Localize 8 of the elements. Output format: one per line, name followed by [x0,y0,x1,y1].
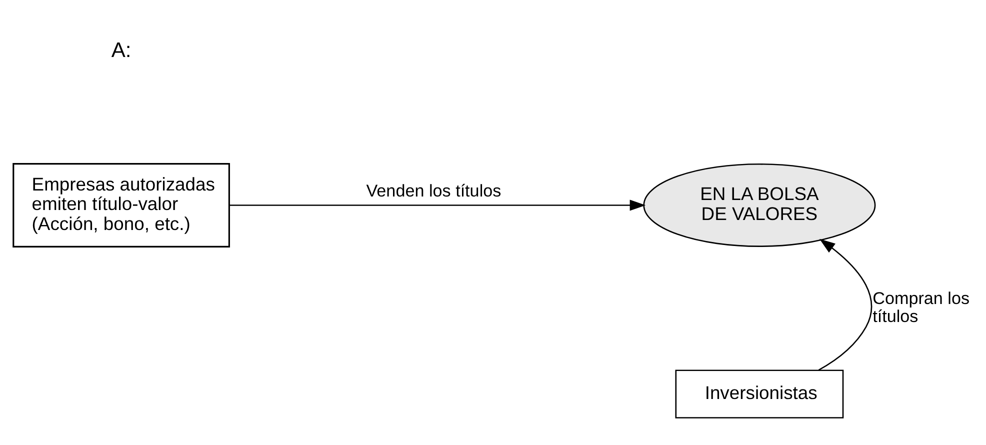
node-box: Empresas autorizadas emiten título-valor (Acción, bono, etc.) [12,162,230,247]
label: A: [111,38,132,62]
edge-label: Compran los títulos [872,288,970,326]
node-ellipse: EN LA BOLSA DE VALORES [643,162,876,246]
arrow [230,199,646,210]
edge-label: Venden los títulos [366,181,502,200]
arrow [818,238,872,370]
node-box: Inversionistas [675,369,844,418]
